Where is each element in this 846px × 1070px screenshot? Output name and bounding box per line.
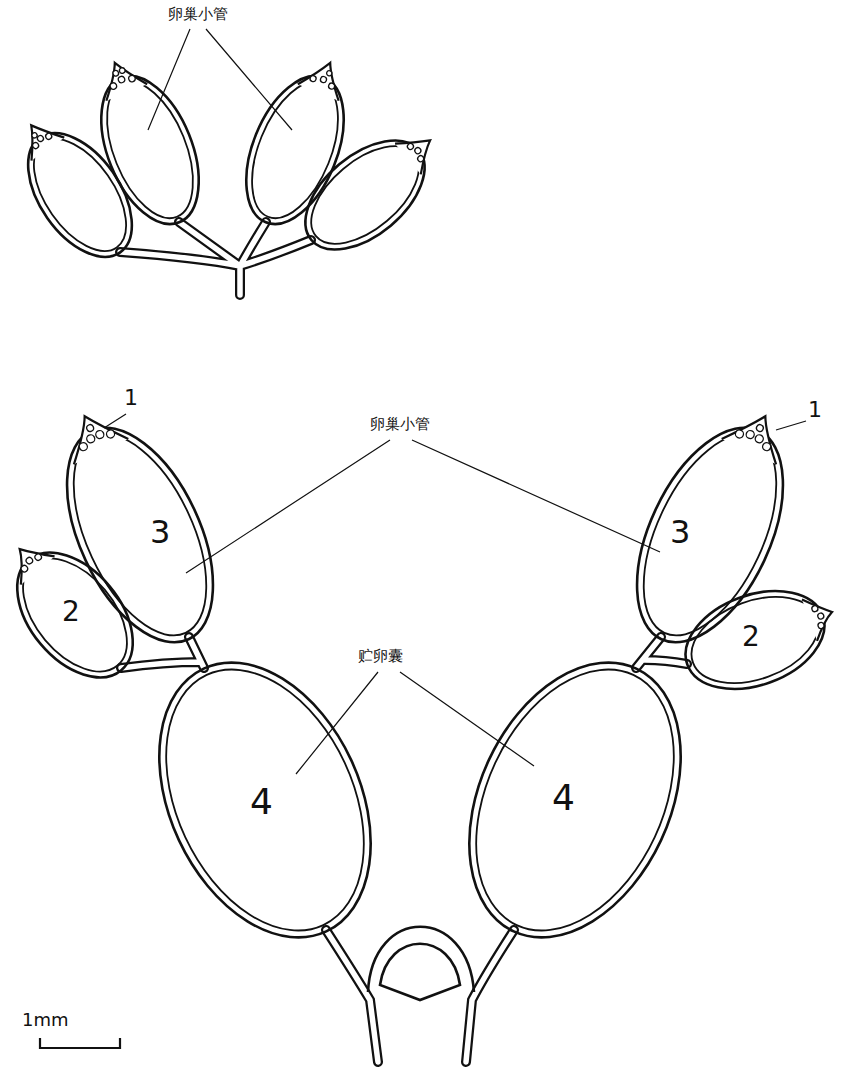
part-label: 贮卵囊	[358, 648, 403, 665]
callout-number: 4	[552, 778, 575, 818]
callout-number: 4	[250, 782, 273, 822]
oviduct-stalks	[120, 222, 687, 1062]
scale-label: 1mm	[22, 1010, 69, 1030]
ovariole	[227, 47, 369, 238]
leader-lines	[104, 29, 806, 774]
egg-reservoir	[428, 628, 723, 971]
callout-number: 3	[670, 515, 690, 550]
ovariole	[286, 110, 456, 271]
scale-bar	[40, 1038, 120, 1048]
callout-number: 3	[150, 515, 170, 550]
part-label: 卵巢小管	[370, 416, 430, 433]
ovariole	[30, 391, 243, 665]
part-label: 卵巢小管	[168, 6, 228, 23]
callout-number: 1	[808, 398, 822, 422]
ovariole	[607, 391, 820, 665]
callout-number: 2	[742, 622, 760, 653]
callout-number: 2	[62, 597, 80, 628]
ovariole	[672, 570, 846, 707]
ovariole	[0, 520, 156, 699]
ovariole	[76, 47, 218, 238]
callout-number: 1	[124, 386, 138, 410]
egg-reservoir	[118, 628, 413, 971]
